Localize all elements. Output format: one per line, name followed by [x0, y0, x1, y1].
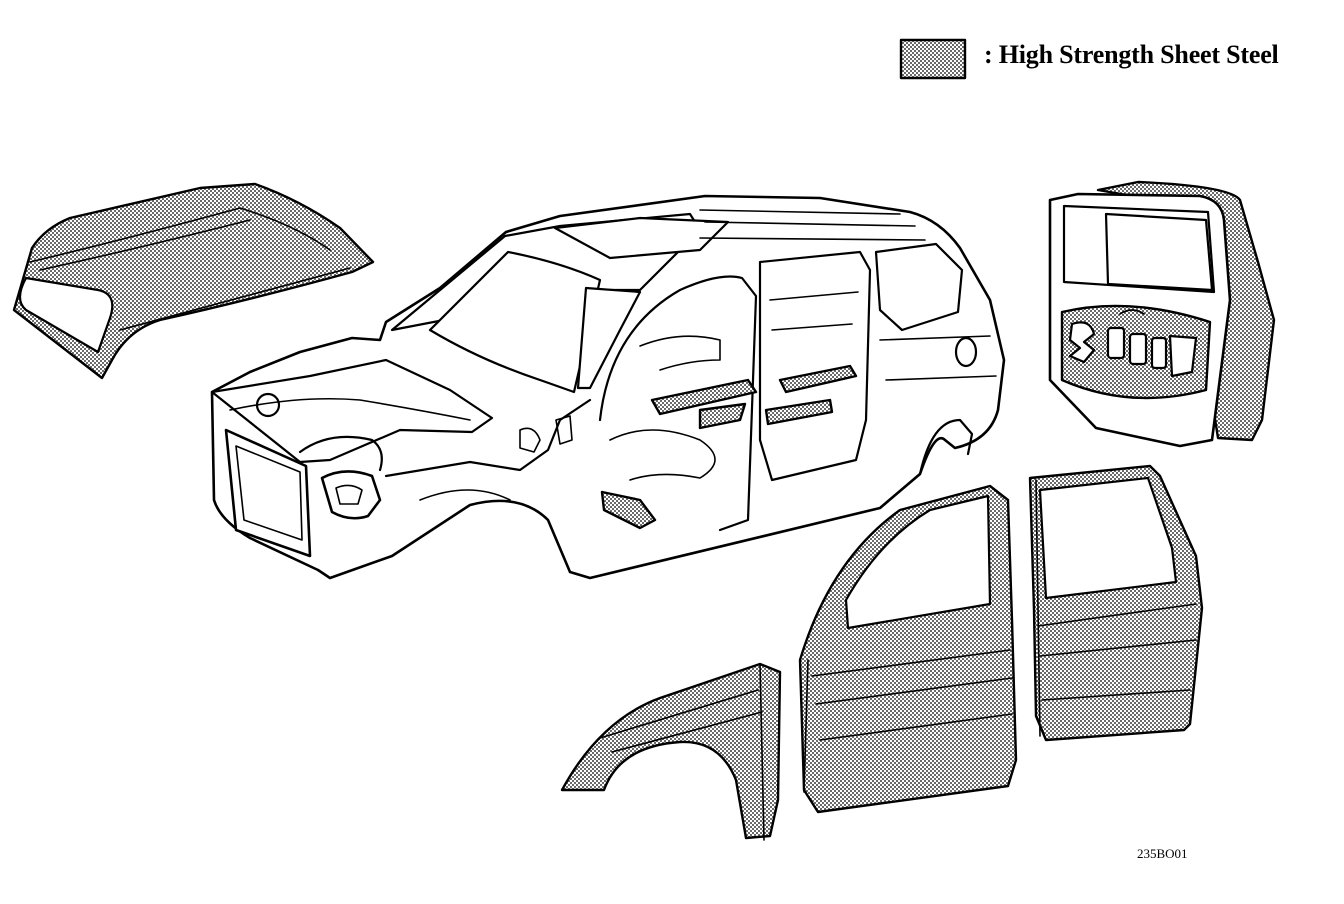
legend-swatch — [899, 38, 967, 80]
figure-code: 235BO01 — [1137, 846, 1188, 861]
hood-panel — [12, 182, 375, 380]
legend-label: : High Strength Sheet Steel — [984, 40, 1279, 69]
body-shell — [210, 194, 1006, 580]
front-fender-panel — [560, 662, 782, 841]
front-door-panel — [798, 484, 1018, 814]
rear-door-panel — [1028, 464, 1204, 742]
back-door-panel — [1048, 180, 1276, 448]
